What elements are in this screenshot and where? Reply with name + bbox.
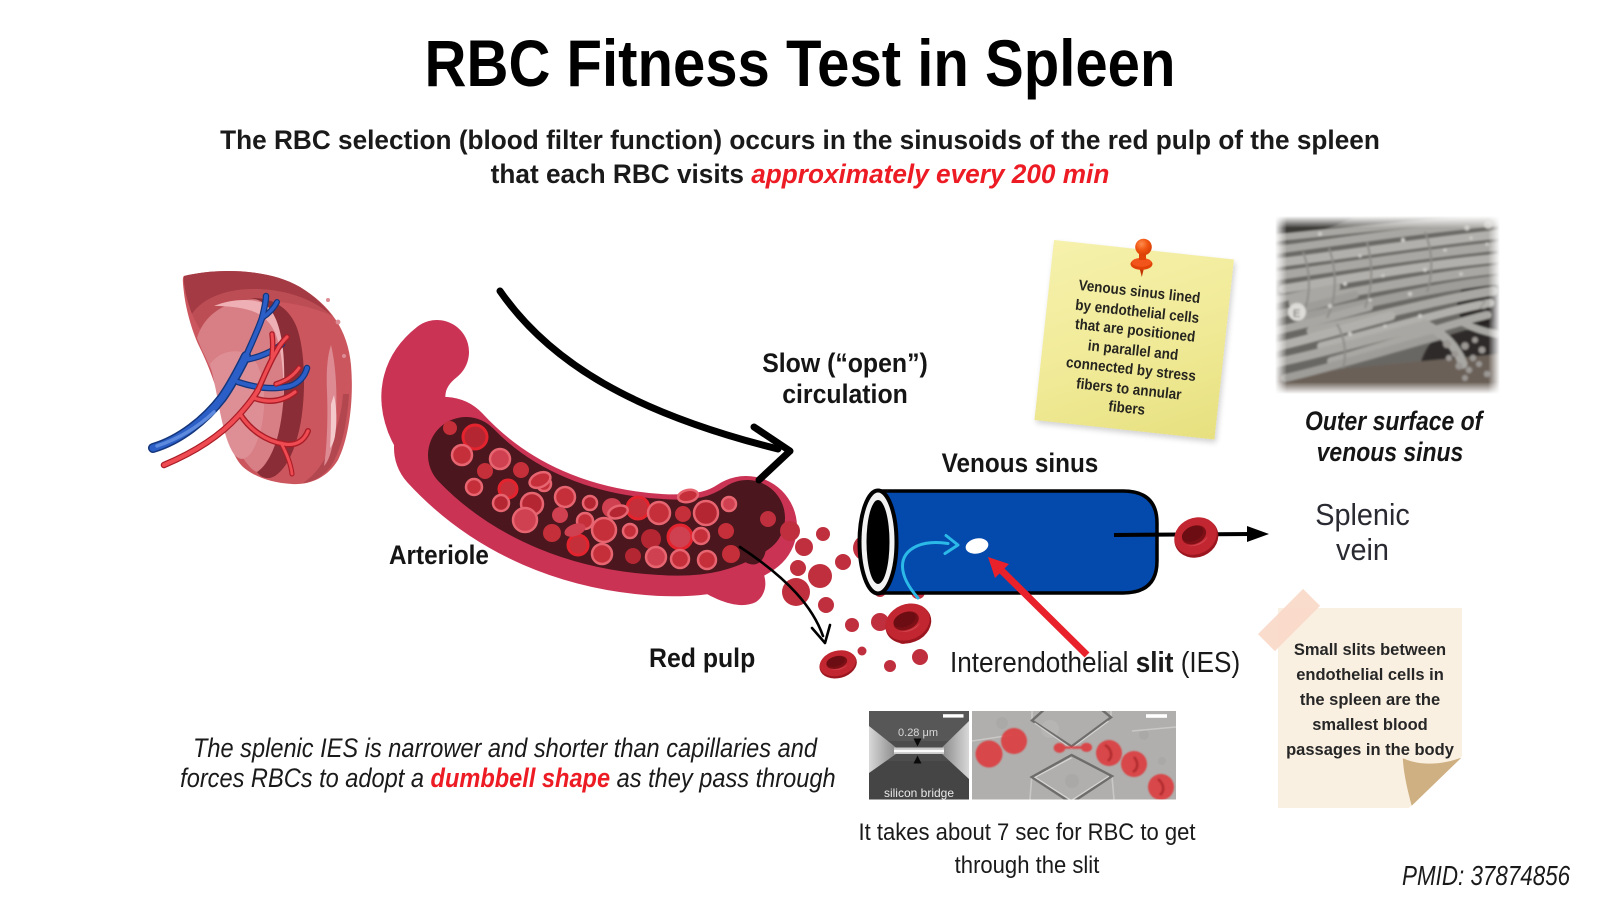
svg-text:silicon bridge: silicon bridge [884, 786, 954, 800]
svg-text:0.28 μm: 0.28 μm [898, 727, 938, 739]
svg-text:Z: Z [1479, 298, 1486, 312]
svg-text:E: E [1293, 308, 1300, 320]
